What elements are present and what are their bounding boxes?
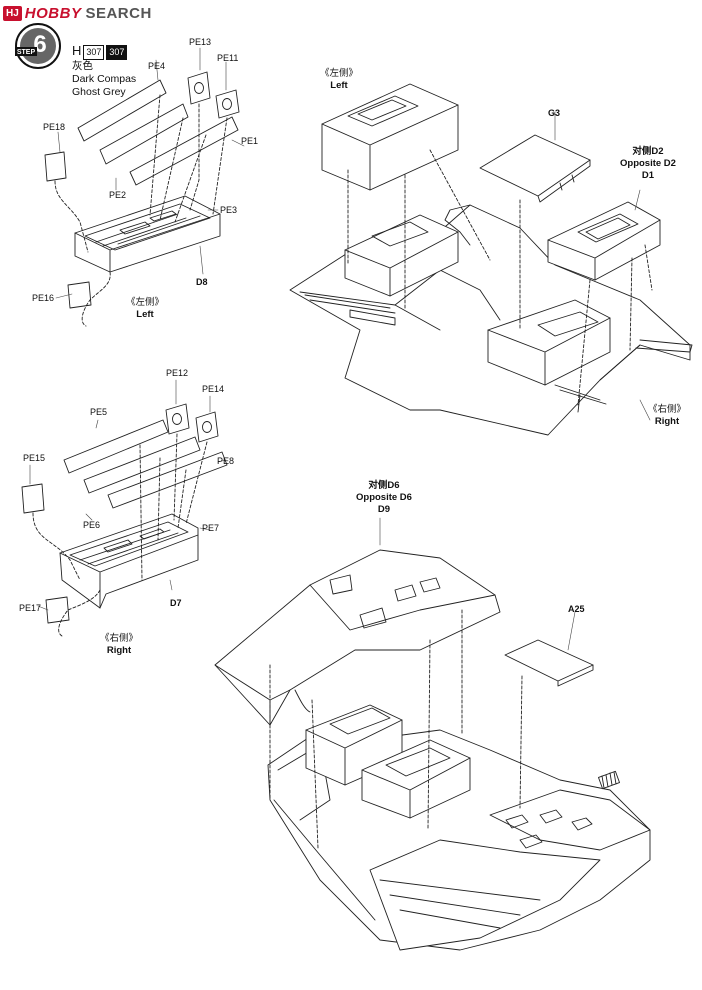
label-pe11: PE11	[217, 53, 239, 63]
label-pe13: PE13	[189, 37, 212, 47]
label-pe17: PE17	[19, 603, 42, 613]
label-d6-cn: 对侧D6	[368, 480, 400, 491]
label-a25: A25	[568, 604, 585, 614]
label-pe4: PE4	[148, 61, 166, 71]
watermark-logo: HJ	[3, 5, 22, 21]
hull-top-right-guides	[347, 149, 653, 406]
label-pe2: PE2	[109, 190, 127, 200]
label-pe12: PE12	[166, 368, 189, 378]
watermark-brand: HOBBY	[24, 4, 82, 22]
label-right-en: Right	[106, 645, 132, 656]
label-pe6: PE6	[83, 520, 101, 530]
step-badge: 6 STEP	[14, 22, 62, 70]
paint-name-en1: Dark Compas	[72, 73, 137, 85]
paint-name-cn: 灰色	[72, 60, 93, 72]
label-d9: D9	[377, 504, 391, 515]
label-d2-group: 对侧D2 Opposite D2 D1	[620, 146, 676, 182]
label-right-group: 《右侧》 Right	[100, 633, 138, 657]
label-hull-right-group: 《右侧》 Right	[648, 404, 686, 428]
label-d7: D7	[170, 598, 182, 608]
label-left-en: Left	[136, 309, 154, 320]
label-pe7: PE7	[202, 523, 220, 533]
hull-top-right-leaders	[554, 111, 651, 421]
hobbysearch-watermark: HJ HOBBY SEARCH	[3, 4, 152, 22]
label-hull-left-cn: 《左侧》	[320, 68, 359, 79]
label-left-cn: 《左侧》	[126, 297, 165, 308]
paint-name-en2: Ghost Grey	[72, 86, 126, 98]
watermark-suffix: SEARCH	[85, 4, 152, 22]
label-pe1: PE1	[241, 136, 259, 146]
d8-guide-lines	[54, 94, 228, 327]
hull-bottom	[214, 549, 651, 951]
label-hull-right-cn: 《右侧》	[648, 404, 687, 415]
label-hull-left-en: Left	[330, 80, 348, 91]
label-d2-en: Opposite D2	[620, 158, 676, 169]
d8-leader-lines	[55, 47, 245, 299]
step-label: STEP	[17, 49, 36, 56]
label-d1: D1	[641, 170, 655, 181]
label-pe18: PE18	[43, 122, 66, 132]
label-d6-en: Opposite D6	[356, 492, 412, 503]
label-pe8: PE8	[217, 456, 235, 466]
label-pe15: PE15	[23, 453, 46, 463]
label-right-cn: 《右侧》	[100, 633, 139, 644]
d7-leader-lines	[29, 379, 227, 611]
paint-letter: H	[72, 43, 82, 58]
label-hull-right-en: Right	[654, 416, 680, 427]
label-g3: G3	[548, 108, 561, 118]
label-pe16: PE16	[32, 293, 55, 303]
label-pe14: PE14	[202, 384, 225, 394]
label-pe3: PE3	[220, 205, 238, 215]
hull-bottom-leaders	[379, 517, 576, 651]
label-hull-left-group: 《左侧》 Left	[320, 68, 358, 92]
d7-right-box-assembly	[21, 403, 228, 624]
d7-guide-lines	[32, 433, 208, 637]
label-d6-group: 对侧D6 Opposite D6 D9	[356, 480, 412, 516]
label-d8: D8	[196, 277, 208, 287]
label-d2-cn: 对侧D2	[632, 146, 664, 157]
paint-code: 307	[83, 45, 105, 60]
paint-code-dark: 307	[106, 45, 128, 60]
hull-bottom-guides	[269, 609, 523, 849]
hull-top-right	[289, 83, 693, 436]
label-pe5: PE5	[90, 407, 108, 417]
label-left-group: 《左侧》 Left	[126, 297, 164, 321]
d8-left-box-assembly	[44, 71, 240, 309]
